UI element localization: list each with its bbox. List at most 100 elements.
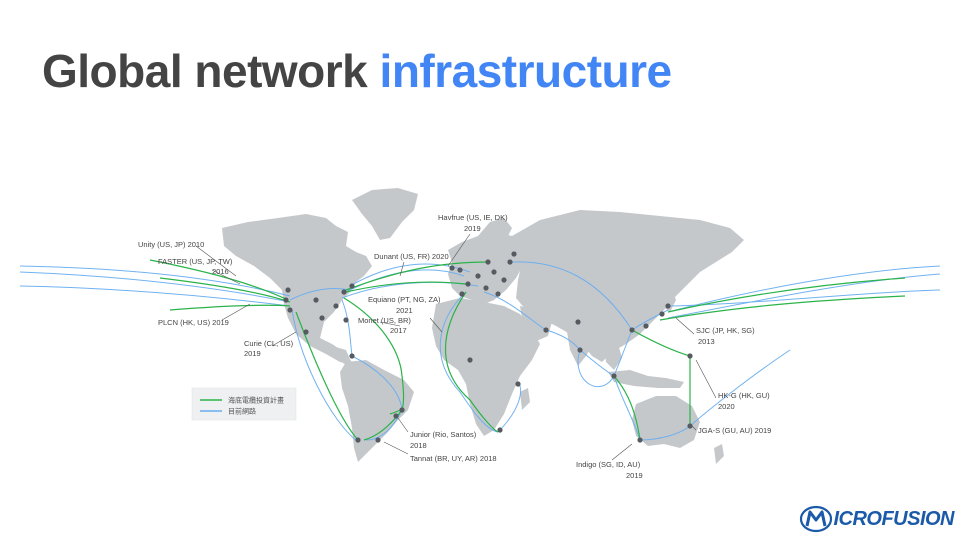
south-america [340, 360, 414, 462]
blue-cable-transpacific-asia-2 [667, 273, 941, 319]
legend-green-label: 海底電纜投資計畫 [228, 396, 284, 405]
node-europe-7 [511, 251, 517, 257]
label-havfrue-1: Havfrue (US, IE, DK) [438, 213, 508, 222]
green-cable-havfrue [345, 261, 491, 291]
green-cable-indigo [613, 375, 641, 441]
label-jgas: JGA-S (GU, AU) 2019 [698, 426, 771, 435]
blue-cable-sea-hk [613, 329, 633, 377]
blue-cable-australia-pacific [689, 349, 791, 427]
label-sjc-1: SJC (JP, HK, SG) [696, 326, 755, 335]
node-europe-4 [483, 285, 489, 291]
leader-monet [379, 321, 401, 327]
node-south-africa [497, 427, 503, 433]
label-havfrue-2: 2019 [464, 224, 481, 233]
node-france [465, 281, 471, 287]
label-equiano-2: 2021 [396, 306, 413, 315]
node-brazil-1 [399, 407, 405, 413]
node-india-1 [575, 319, 581, 325]
node-chile [355, 437, 361, 443]
madagascar [520, 388, 530, 410]
australia [632, 396, 700, 448]
blue-cable-africa-west [439, 291, 499, 433]
green-cable-plcn [169, 304, 291, 311]
label-indigo-1: Indigo (SG, ID, AU) [576, 460, 641, 469]
leader-unity [195, 245, 237, 277]
blue-cable-transpacific-asia-1 [667, 265, 941, 313]
green-cable-unity [149, 259, 289, 301]
north-america [222, 214, 372, 364]
southeast-asia [604, 344, 622, 370]
investment-cables [149, 259, 906, 441]
blue-cable-hk-jp [631, 309, 669, 331]
label-equiano-1: Equiano (PT, NG, ZA) [368, 295, 441, 304]
blue-cable-transpacific-3 [19, 285, 291, 307]
blue-cable-us-east-south [341, 299, 353, 357]
blue-cable-sa-atlantic [365, 409, 403, 441]
blue-cable-europe-asia [511, 261, 633, 331]
greenland [352, 188, 418, 240]
indonesia [608, 370, 684, 388]
node-hong-kong [629, 327, 635, 333]
label-junior-2: 2018 [410, 441, 427, 450]
node-us-west-1 [283, 297, 289, 303]
green-cable-hkg [631, 329, 691, 357]
node-us-east-2 [349, 283, 355, 289]
node-east-africa [515, 381, 521, 387]
legend-box [191, 387, 297, 421]
node-europe-1 [475, 273, 481, 279]
node-portugal [459, 291, 465, 297]
node-taiwan [643, 323, 649, 329]
label-indigo-2: 2019 [626, 471, 643, 480]
node-us-east-1 [341, 289, 347, 295]
green-cable-curie [295, 311, 359, 441]
node-florida [343, 317, 349, 323]
blue-cable-sa-east [351, 355, 403, 411]
label-curie-2: 2019 [244, 349, 261, 358]
new-zealand [714, 444, 724, 464]
node-australia-west [637, 437, 643, 443]
node-europe-2 [491, 269, 497, 275]
blue-cable-arabia-india [545, 329, 581, 351]
leader-equiano [429, 317, 443, 333]
green-cable-faster [159, 277, 291, 303]
label-junior-1: Junior (Rio, Santos) [410, 430, 477, 439]
node-mexico [303, 329, 309, 335]
node-caribbean [349, 353, 355, 359]
node-middle-east [543, 327, 549, 333]
node-denmark [485, 259, 491, 265]
m-swoosh-icon [800, 505, 833, 533]
node-us-west-2 [287, 307, 293, 313]
label-monet-2: 2017 [390, 326, 407, 335]
blue-cable-med-red-sea [483, 291, 547, 331]
node-uruguay [375, 437, 381, 443]
leader-jgas [691, 425, 697, 431]
node-brazil-2 [393, 413, 399, 419]
node-europe-3 [501, 277, 507, 283]
node-australia-east [687, 423, 693, 429]
node-guam [687, 353, 693, 359]
page-title: Global network infrastructure [42, 44, 672, 98]
india [566, 322, 596, 366]
node-europe-6 [507, 259, 513, 265]
land-masses [222, 188, 744, 464]
leader-plcn [221, 303, 251, 321]
label-unity: Unity (US, JP) 2010 [138, 240, 204, 249]
green-cable-dunant [345, 281, 467, 293]
leader-tannat [383, 441, 409, 455]
landing-points [283, 251, 693, 443]
blue-cable-curie [291, 309, 359, 443]
central-america [320, 338, 352, 366]
node-us-east-3 [333, 303, 339, 309]
blue-cable-india-sea [579, 349, 615, 377]
leader-hkg [695, 359, 717, 399]
legend-blue-label: 目前網路 [228, 407, 256, 416]
node-singapore [611, 373, 617, 379]
label-hkg-1: HK-G (HK, GU) [718, 391, 770, 400]
node-us-south [319, 315, 325, 321]
blue-cable-transpacific-2 [19, 271, 291, 303]
asia [512, 210, 744, 362]
node-india-2 [577, 347, 583, 353]
node-japan-1 [665, 303, 671, 309]
title-dark: Global network [42, 45, 368, 97]
